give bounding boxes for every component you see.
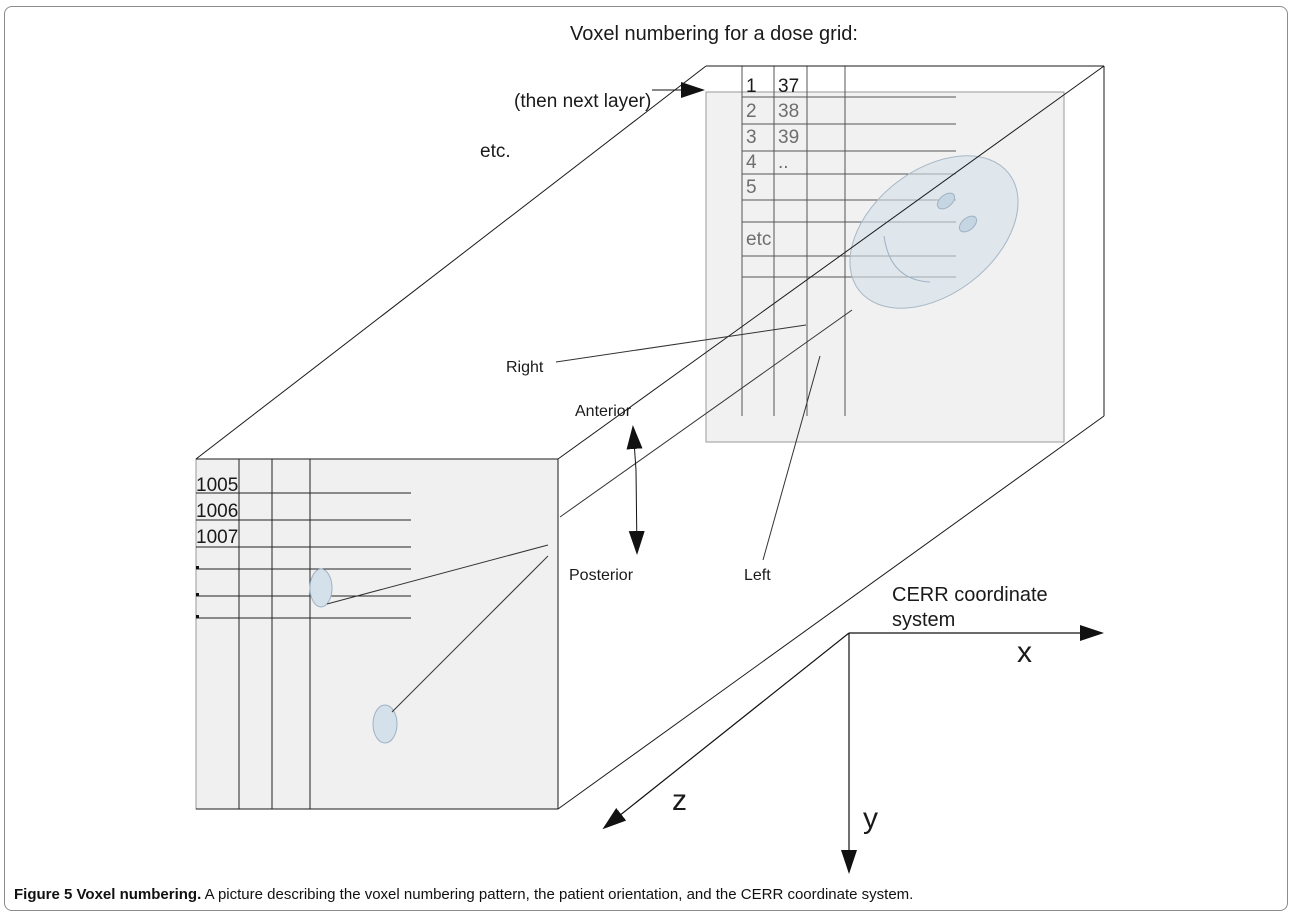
right-label: Right xyxy=(506,359,544,376)
voxel-number: 37 xyxy=(778,76,799,97)
x-axis-label: x xyxy=(1017,636,1032,669)
caption-title: Figure 5 Voxel numbering. xyxy=(14,886,202,903)
posterior-label: Posterior xyxy=(569,567,634,584)
voxel-diagram: Voxel numbering for a dose grid: 1 2 3 4… xyxy=(195,23,1105,874)
front-face-dots xyxy=(196,566,199,618)
left-leader xyxy=(762,355,821,561)
voxel-number: 3 xyxy=(746,127,757,148)
voxel-number: .. xyxy=(778,152,789,173)
posterior-arrow xyxy=(628,469,645,555)
coord-system-label-1: CERR coordinate xyxy=(892,584,1048,606)
left-label: Left xyxy=(744,567,771,584)
right-leader xyxy=(555,324,807,363)
voxel-number: 4 xyxy=(746,152,757,173)
z-axis-label: z xyxy=(672,784,687,817)
back-organ xyxy=(849,155,1019,309)
anterior-label: Anterior xyxy=(575,403,632,420)
front-face-grid xyxy=(196,459,411,809)
etc-label: etc. xyxy=(480,141,511,162)
organ-connectors xyxy=(326,309,853,713)
voxel-number: 1005 xyxy=(196,475,238,496)
figure-caption: Figure 5 Voxel numbering. A picture desc… xyxy=(14,886,1274,903)
box-edges xyxy=(195,65,1105,810)
z-axis-arrow xyxy=(602,632,850,830)
y-axis-label: y xyxy=(863,802,878,835)
anterior-posterior-arrow xyxy=(626,425,643,471)
voxel-number: 1006 xyxy=(196,501,238,522)
front-face xyxy=(195,458,559,810)
back-face-etc: etc xyxy=(746,229,771,250)
diagram-title: Voxel numbering for a dose grid: xyxy=(570,23,858,45)
front-face-numbers: 1005 1006 1007 xyxy=(196,475,238,548)
voxel-number: 2 xyxy=(746,101,757,122)
voxel-number: 39 xyxy=(778,127,799,148)
back-face-numbers: 1 2 3 4 5 37 38 39 .. etc xyxy=(746,76,799,250)
voxel-number: 1 xyxy=(746,76,757,97)
caption-text: A picture describing the voxel numbering… xyxy=(201,886,914,903)
voxel-number: 5 xyxy=(746,177,757,198)
front-organ-lower xyxy=(372,704,398,744)
front-organ-upper xyxy=(309,568,333,608)
voxel-number: 38 xyxy=(778,101,799,122)
voxel-number: 1007 xyxy=(196,527,238,548)
coord-system-label-2: system xyxy=(892,609,955,631)
next-layer-label: (then next layer) xyxy=(514,91,651,112)
